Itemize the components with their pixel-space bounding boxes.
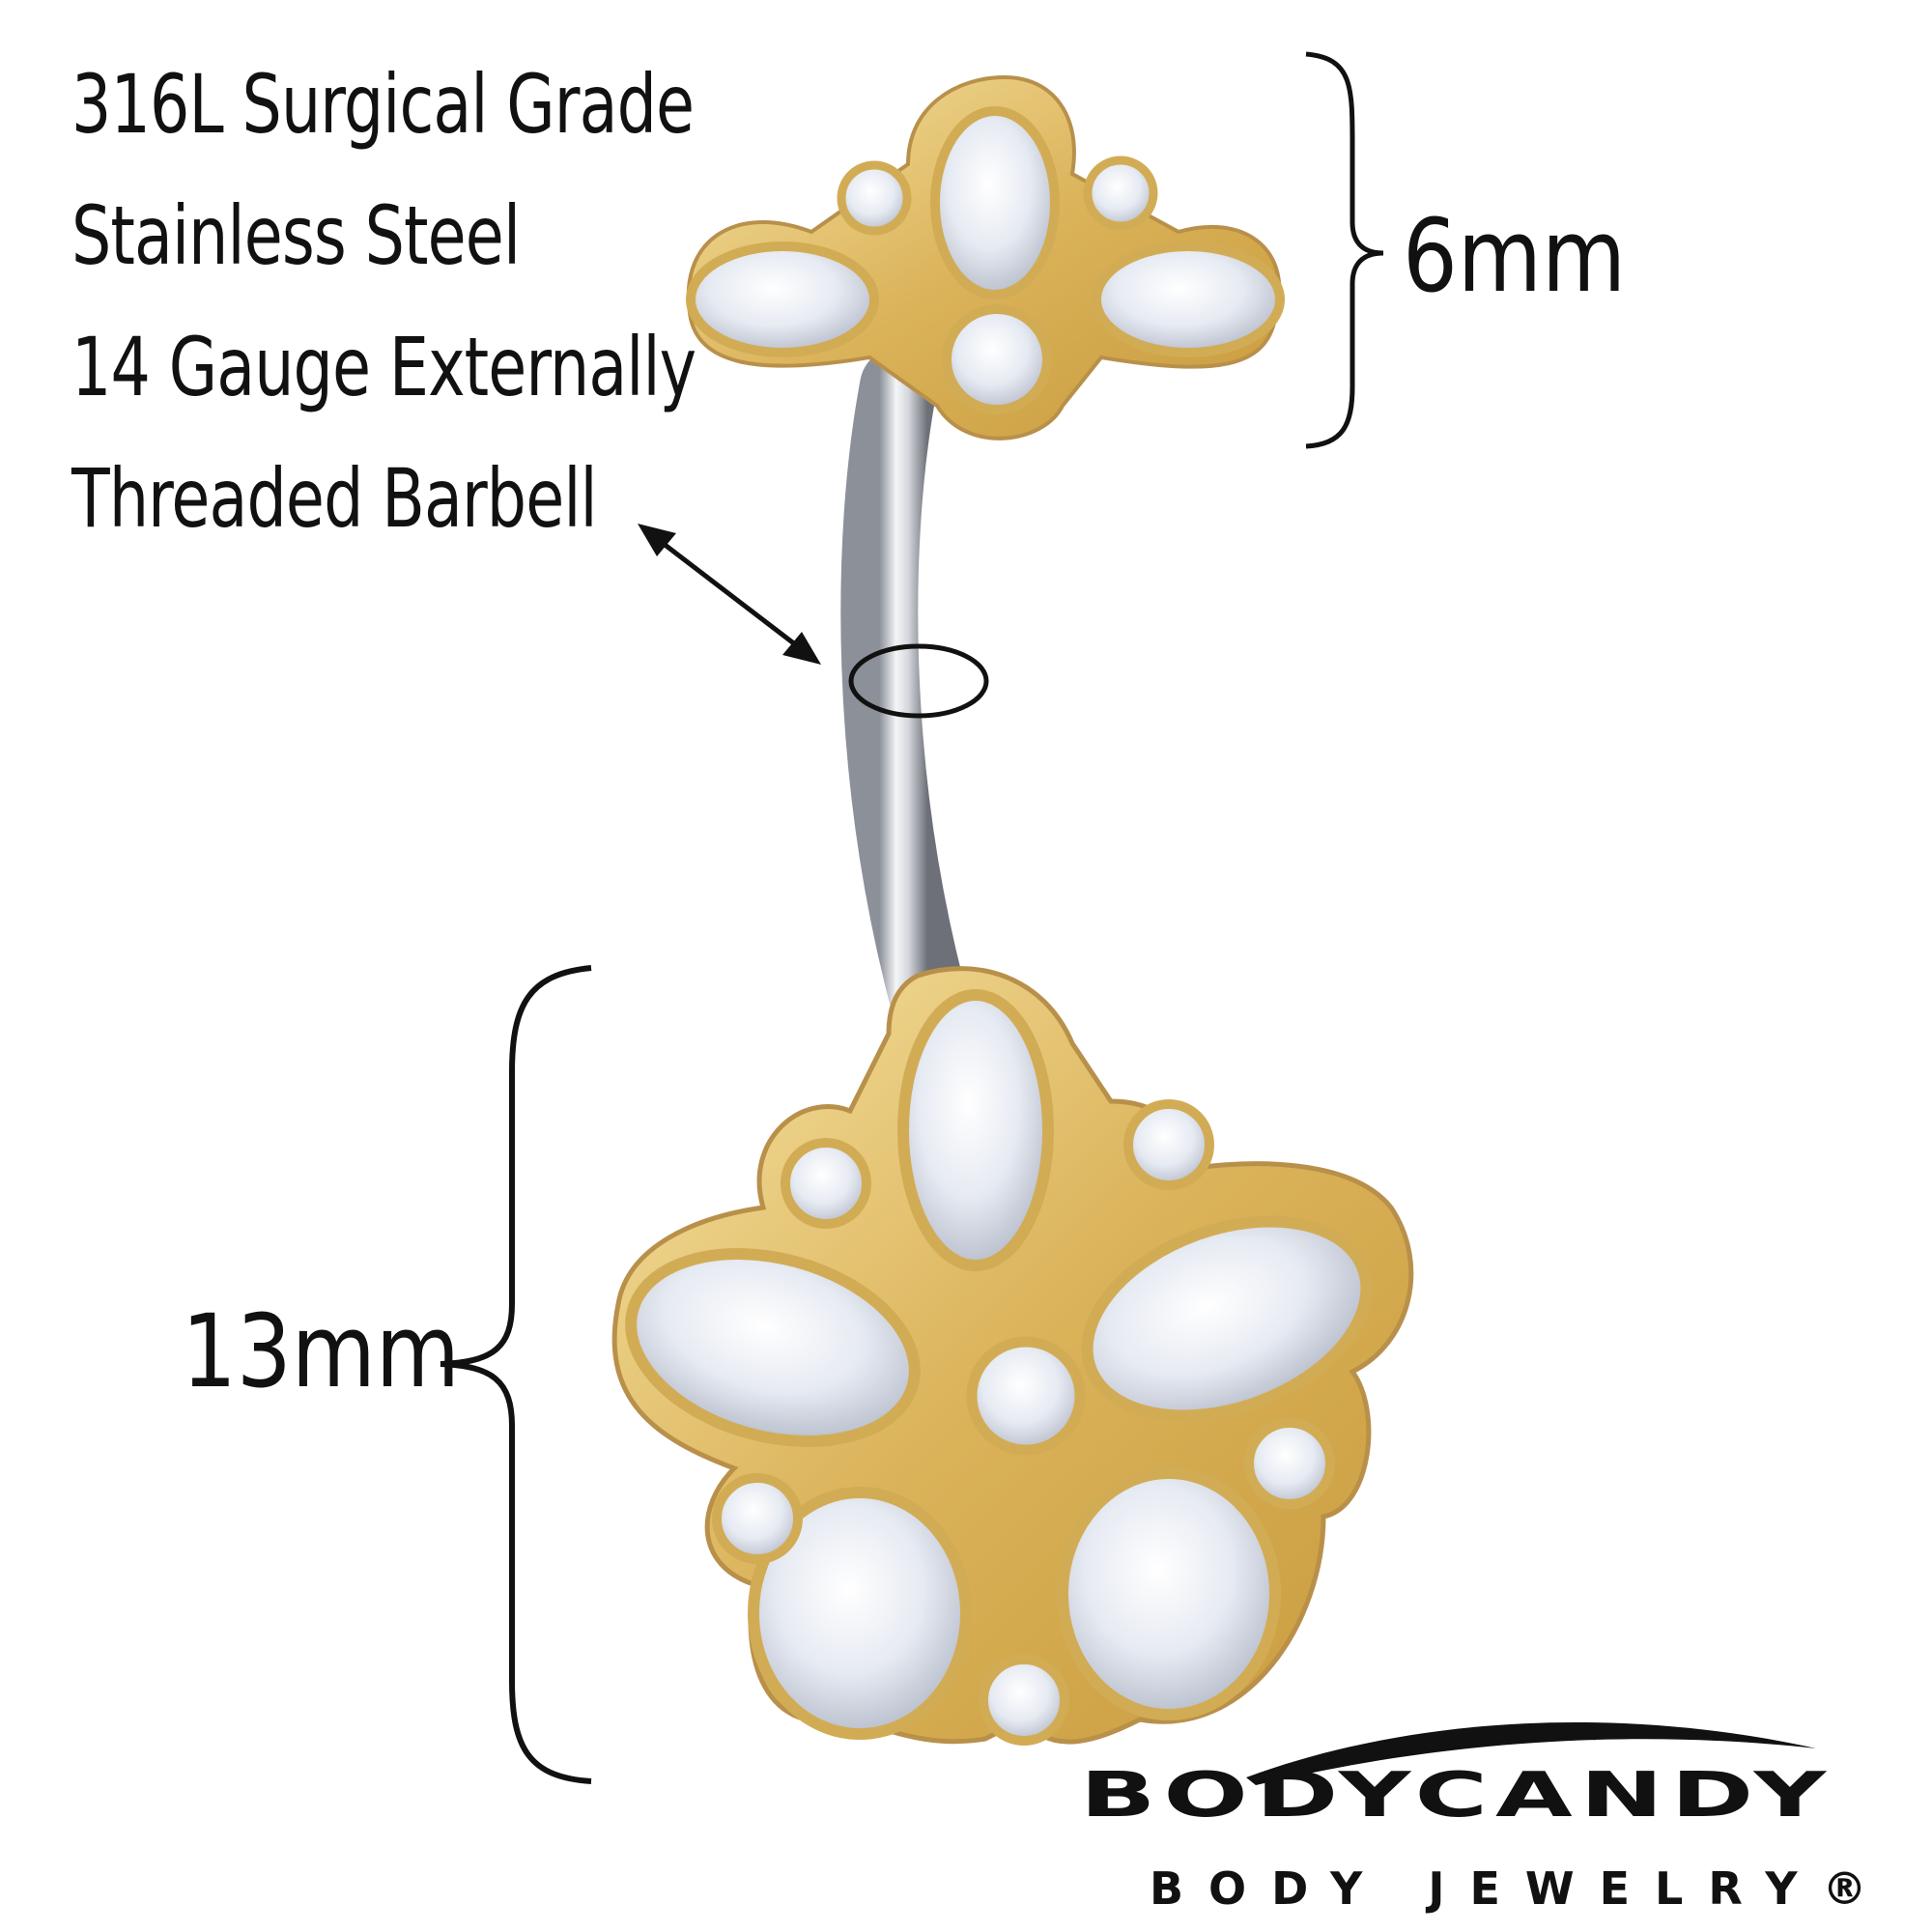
bottom-teardrop-crystal-lower-left [748,1487,972,1740]
top-center-crystal [942,304,1052,414]
spec-line-gauge: 14 Gauge Externally [71,320,696,414]
bottom-small-crystal-4 [712,1473,803,1564]
specifications-text: 316L Surgical Grade Stainless Steel 14 G… [71,39,797,564]
bottom-size-bracket [440,965,592,1784]
brand-tagline: BODY JEWELRY® [1150,1862,1892,1915]
bottom-dimension-label: 13mm [182,1293,461,1410]
top-small-crystal-left [837,160,912,236]
top-teardrop-crystal [930,106,1060,299]
spec-line-steel: Stainless Steel [71,188,521,283]
brand-logo-text: BODYCANDY [1080,1760,1834,1832]
top-right-crystal [1092,242,1285,357]
bottom-teardrop-crystal-right [1081,1215,1373,1422]
logo-swoosh [1246,1721,1816,1785]
bottom-teardrop-crystal-top [897,989,1054,1271]
bottom-center-crystal [966,1336,1086,1456]
top-dimension-label: 6mm [1403,197,1627,315]
bottom-small-crystal-3 [1244,1418,1335,1509]
bottom-small-crystal-1 [781,1138,871,1229]
gauge-arrow [638,524,821,665]
top-left-crystal [686,242,879,357]
barbell-shaft [840,348,966,1034]
bottom-small-crystal-5 [979,1655,1069,1746]
bottom-small-crystal-2 [1123,1099,1214,1190]
gauge-ring-indicator [848,643,989,719]
top-small-crystal-right [1083,156,1158,231]
bottom-teardrop-crystal-lower-right [1057,1467,1281,1720]
spec-line-thread: Threaded Barbell [71,451,598,546]
bottom-ornament [611,966,1414,1746]
top-ornament [686,74,1285,440]
top-size-bracket [1305,51,1384,449]
spec-line-material: 316L Surgical Grade [71,57,695,152]
bottom-teardrop-crystal-left [625,1248,921,1447]
